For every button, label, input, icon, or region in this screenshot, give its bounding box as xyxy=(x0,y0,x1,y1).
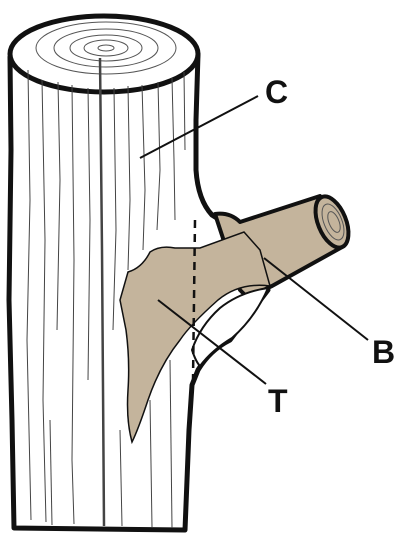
branch-cut-end xyxy=(313,194,351,250)
label-t: T xyxy=(268,383,288,419)
leader-line-c xyxy=(139,95,259,159)
label-b: B xyxy=(372,334,395,370)
label-c: C xyxy=(265,74,288,110)
trunk-edge-dashed-line xyxy=(191,219,197,381)
leader-line-t xyxy=(157,299,267,385)
trunk-grain xyxy=(26,57,186,529)
collar-gap xyxy=(190,286,270,368)
branch-end-rings xyxy=(321,203,345,241)
trunk-top-end xyxy=(7,13,201,95)
leader-line-b xyxy=(263,257,369,341)
branch-tissue-in-trunk xyxy=(119,231,272,445)
growth-rings-top xyxy=(35,21,177,75)
